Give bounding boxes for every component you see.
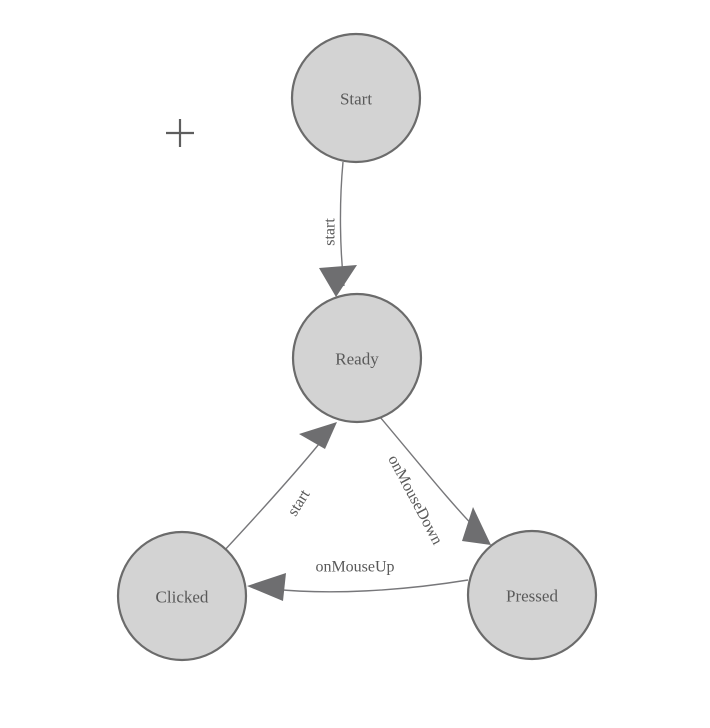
arrowhead-start-to-ready (319, 265, 357, 297)
state-node-start-label: Start (340, 90, 372, 109)
edge-path-clicked-to-ready (221, 443, 320, 554)
state-node-pressed-label: Pressed (506, 587, 558, 606)
state-node-clicked-circle[interactable] (116, 530, 248, 662)
state-node-start[interactable]: Start (290, 32, 422, 164)
arrowhead-pressed-to-clicked (247, 573, 286, 601)
state-node-clicked-label: Clicked (156, 588, 209, 607)
edge-path-pressed-to-clicked (271, 579, 469, 593)
edge-start-to-ready[interactable]: start (319, 161, 357, 297)
edge-label-ready-to-pressed: onMouseDown (384, 452, 445, 547)
state-node-ready-circle[interactable] (291, 292, 423, 424)
arrowhead-ready-to-pressed (462, 507, 491, 545)
edge-clicked-to-ready[interactable]: start (221, 422, 337, 554)
edge-label-start-to-ready: start (322, 218, 339, 246)
state-node-clicked[interactable]: Clicked (116, 530, 248, 662)
arrowhead-clicked-to-ready (299, 422, 337, 449)
state-node-pressed[interactable]: Pressed (466, 529, 598, 661)
state-node-start-circle[interactable] (290, 32, 422, 164)
state-node-pressed-circle[interactable] (466, 529, 598, 661)
edge-label-clicked-to-ready: start (284, 486, 313, 519)
state-node-ready[interactable]: Ready (291, 292, 423, 424)
state-node-ready-label: Ready (335, 350, 379, 369)
edge-ready-to-pressed[interactable]: onMouseDown (379, 416, 491, 548)
edge-label-pressed-to-clicked: onMouseUp (315, 559, 394, 576)
edge-pressed-to-clicked[interactable]: onMouseUp (247, 559, 469, 602)
crosshair-icon (166, 119, 194, 147)
